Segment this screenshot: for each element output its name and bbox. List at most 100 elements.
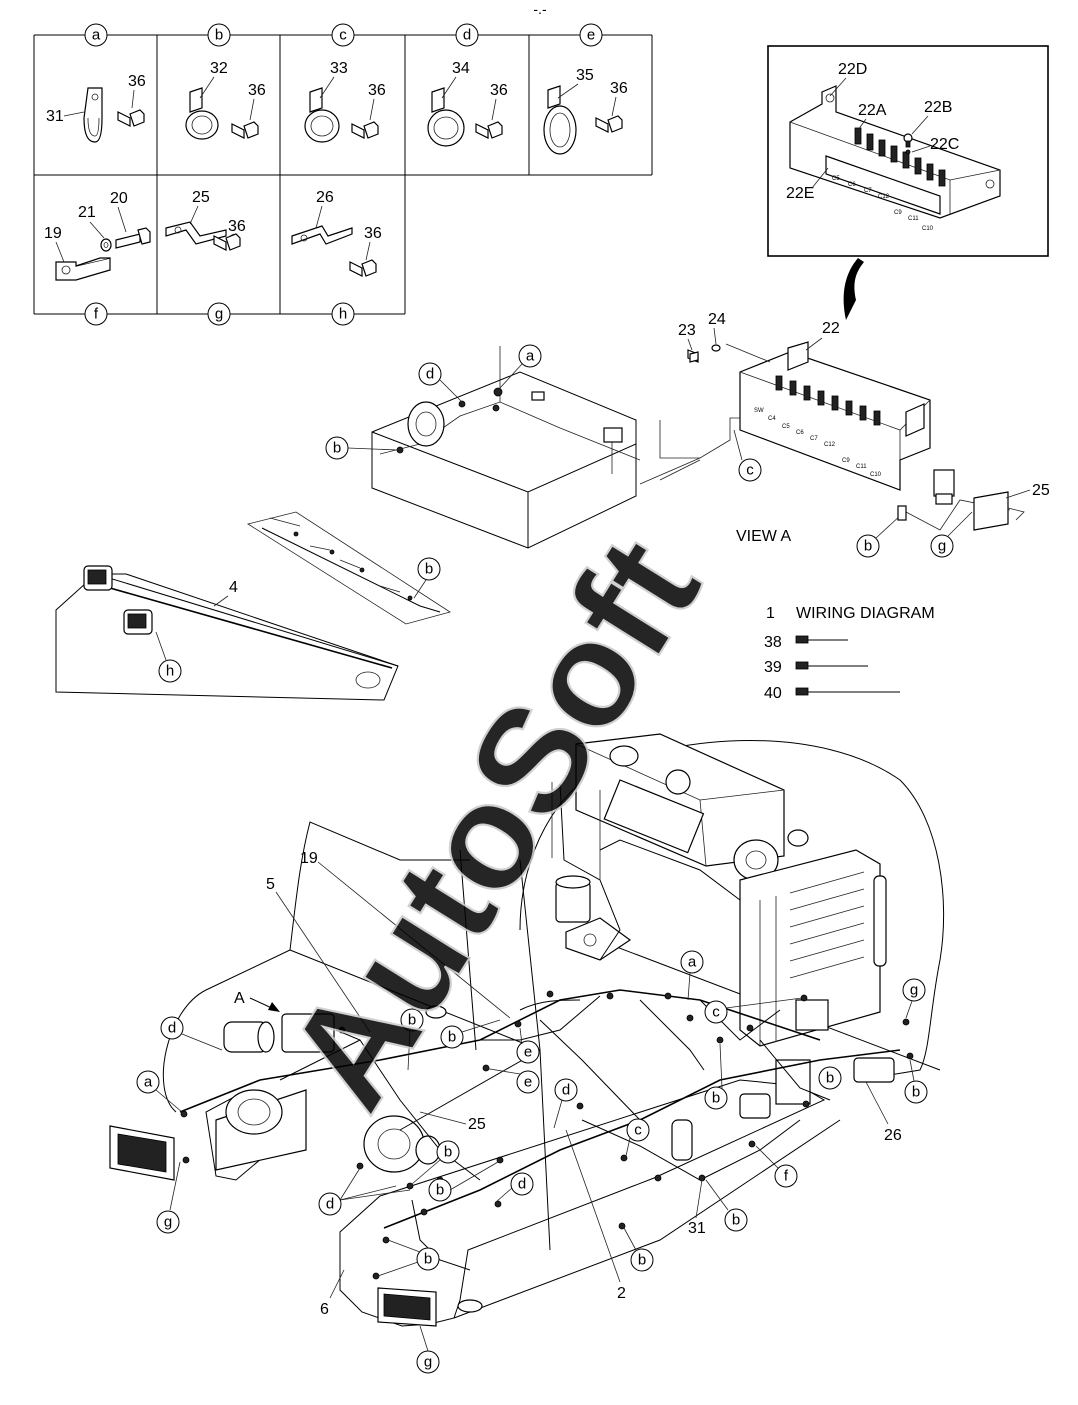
bolt-icon (117, 109, 145, 127)
svg-text:C9: C9 (842, 458, 850, 464)
callout-a: a (136, 1070, 160, 1094)
label-31: 31 (46, 108, 64, 125)
page-ref: -.- (533, 1, 547, 17)
svg-text:g: g (215, 306, 223, 323)
callout-c: c (738, 458, 762, 482)
cell-d-clamp: 34 36 (427, 60, 508, 147)
svg-text:C11: C11 (856, 464, 867, 470)
svg-text:C6: C6 (796, 430, 804, 436)
svg-text:c: c (339, 27, 347, 44)
fastener-table: a b c d e f g h 31 36 (33, 23, 653, 326)
label-25: 25 (192, 189, 210, 206)
fan-guard (363, 1115, 441, 1173)
svg-text:b: b (444, 1144, 452, 1161)
label-35: 35 (576, 67, 594, 84)
svg-text:C5: C5 (782, 424, 790, 430)
callout-b: b (416, 1247, 440, 1271)
label-36: 36 (368, 82, 386, 99)
callout-d: d (554, 1078, 578, 1102)
radiator (739, 849, 887, 1047)
callout-b: b (724, 1208, 748, 1232)
bolt-icon (351, 121, 379, 139)
arrow-label-A: A (234, 990, 245, 1007)
callout-col-c: c (331, 23, 355, 47)
label-22C: 22C (930, 136, 959, 153)
relay-row (854, 127, 946, 187)
callout-b: b (440, 1025, 464, 1049)
svg-text:C12: C12 (878, 194, 890, 200)
svg-text:g: g (164, 1214, 172, 1231)
callout-col-d: d (455, 23, 479, 47)
svg-text:b: b (436, 1182, 444, 1199)
screw-icon (903, 133, 913, 148)
svg-text:g: g (938, 538, 946, 555)
svg-text:d: d (326, 1196, 334, 1213)
svg-text:e: e (587, 27, 595, 44)
svg-text:a: a (526, 348, 535, 365)
battery-set (215, 1089, 307, 1171)
callout-b: b (704, 1086, 728, 1110)
starter-motor (223, 1013, 335, 1053)
connector-bracket-25 (973, 491, 1025, 531)
callout-c: c (704, 1000, 728, 1024)
label-26: 26 (316, 189, 334, 206)
svg-text:a: a (144, 1074, 153, 1091)
svg-text:d: d (463, 27, 471, 44)
label-36: 36 (248, 82, 266, 99)
washer-icon (100, 238, 112, 252)
callout-col-a: a (84, 23, 108, 47)
front-lamp-right (377, 1287, 437, 1327)
callout-e: e (516, 1040, 540, 1064)
callout-col-b: b (207, 23, 231, 47)
svg-text:b: b (712, 1090, 720, 1107)
bolt-icon (595, 115, 623, 133)
label-22B: 22B (924, 99, 952, 116)
callout-h: h (158, 659, 182, 683)
legend-text-1: WIRING DIAGRAM (796, 605, 935, 622)
label-25: 25 (468, 1116, 486, 1133)
cable-tie-icon (795, 661, 868, 670)
svg-text:b: b (448, 1029, 456, 1046)
label-22D: 22D (838, 61, 867, 78)
svg-text:h: h (339, 306, 347, 323)
svg-text:C7: C7 (810, 436, 818, 442)
svg-text:h: h (166, 663, 174, 680)
label-34: 34 (452, 60, 470, 77)
cable-tie-icon (795, 687, 900, 696)
callout-b: b (818, 1066, 842, 1090)
svg-text:C6: C6 (848, 182, 856, 188)
callout-col-e: e (579, 23, 603, 47)
callout-b: b (400, 1008, 424, 1032)
callout-col-g: g (207, 302, 231, 326)
callout-g: g (416, 1350, 440, 1374)
label-23: 23 (678, 322, 696, 339)
callout-d: d (510, 1172, 534, 1196)
svg-text:b: b (424, 1251, 432, 1268)
fuse-block: C5 C6 C7 C12 C9 C11 C10 (789, 85, 1001, 232)
svg-text:C10: C10 (870, 472, 882, 478)
relay-row (775, 375, 881, 426)
callout-c: c (626, 1118, 650, 1142)
view-a-inset: C5 C6 C7 C12 C9 C11 C10 22D 22A 22B 22C … (767, 45, 1049, 257)
svg-text:b: b (732, 1212, 740, 1229)
cell-a-clamp: 31 36 (46, 73, 146, 143)
svg-text:b: b (425, 561, 433, 578)
svg-text:C10: C10 (922, 226, 934, 232)
callout-a: a (518, 344, 542, 368)
work-lamp-icon (83, 565, 113, 591)
callout-b: b (436, 1140, 460, 1164)
svg-text:b: b (912, 1084, 920, 1101)
svg-text:C4: C4 (768, 416, 776, 422)
callout-b: b (630, 1248, 654, 1272)
boom-harness: 4 b h (55, 511, 451, 701)
svg-text:f: f (94, 306, 99, 323)
svg-text:C11: C11 (908, 216, 919, 222)
label-36: 36 (364, 225, 382, 242)
label-22: 22 (822, 320, 840, 337)
label-36: 36 (128, 73, 146, 90)
label-26: 26 (884, 1127, 902, 1144)
view-a-title: VIEW A (736, 528, 791, 545)
relay-labels: C5 C6 C7 C12 C9 C11 C10 (832, 176, 934, 232)
label-33: 33 (330, 60, 348, 77)
svg-text:d: d (518, 1176, 526, 1193)
